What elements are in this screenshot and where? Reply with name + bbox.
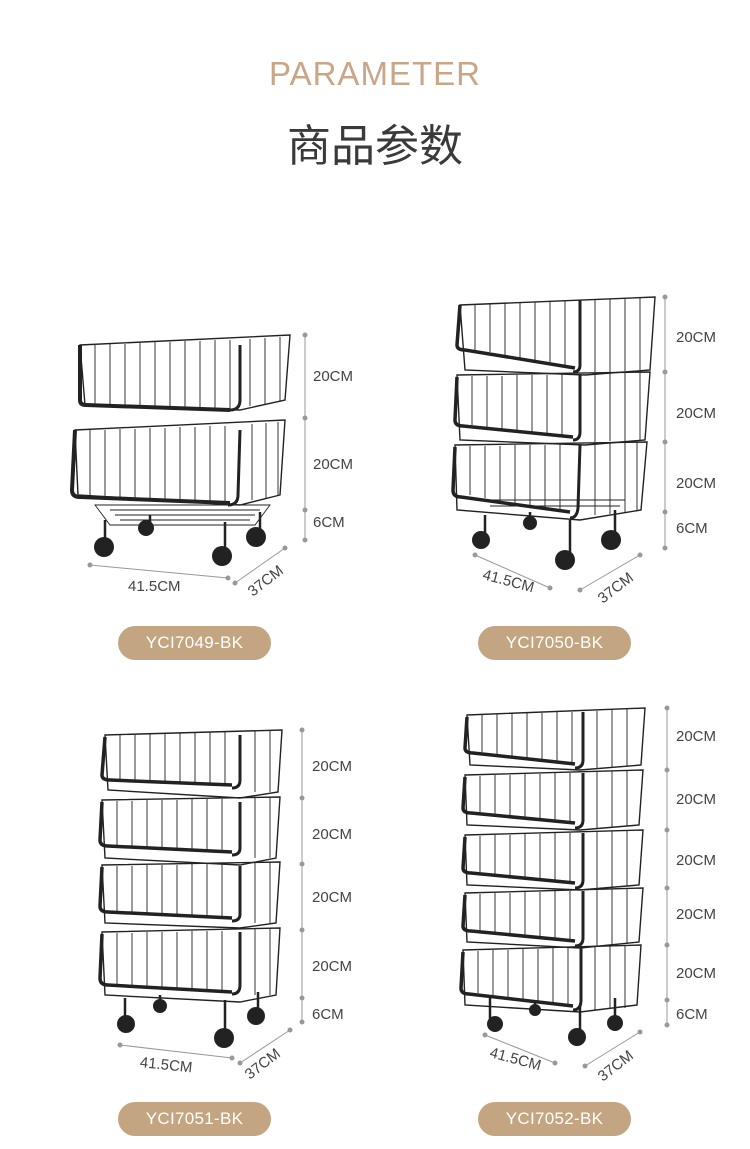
height-label: 6CM (313, 514, 345, 531)
height-label: 20CM (312, 889, 353, 906)
rack-illustration-3-tier (451, 294, 668, 593)
height-label: 6CM (676, 1006, 708, 1023)
height-label: 20CM (676, 965, 717, 982)
height-label: 6CM (312, 1006, 344, 1023)
height-label: 20CM (676, 329, 717, 346)
model-badge: YCI7049-BK (118, 626, 271, 660)
model-badge: YCI7050-BK (478, 626, 631, 660)
height-label: 20CM (313, 456, 354, 473)
height-label: 20CM (676, 475, 717, 492)
width-label: 41.5CM (128, 578, 181, 595)
product-card-3: 20CM 20CM 20CM 20CM 6CM 41.5CM 37CM YCI7… (0, 680, 375, 1149)
model-badge: YCI7051-BK (118, 1102, 271, 1136)
height-label: 20CM (312, 758, 353, 775)
rack-illustration-2-tier (69, 332, 308, 586)
height-label: 20CM (313, 368, 354, 385)
header-title-en: PARAMETER (269, 55, 481, 92)
height-label: 20CM (312, 958, 353, 975)
height-label: 6CM (676, 520, 708, 537)
header-title-cn: 商品参数 (287, 121, 463, 172)
height-label: 20CM (676, 728, 717, 745)
height-label: 20CM (676, 852, 717, 869)
product-card-1: 20CM 20CM 6CM 41.5CM 37CM YCI7049-BK (0, 0, 375, 680)
model-badge: YCI7052-BK (478, 1102, 631, 1136)
height-label: 20CM (676, 906, 717, 923)
product-card-2: 20CM 20CM 20CM 6CM 41.5CM 37CM YCI7050-B… (375, 0, 750, 680)
product-card-4: 20CM 20CM 20CM 20CM 20CM 6CM 41.5CM 37CM… (375, 680, 750, 1149)
height-label: 20CM (676, 791, 717, 808)
rack-illustration-4-tier (98, 727, 305, 1066)
rack-illustration-5-tier (459, 705, 670, 1069)
height-label: 20CM (676, 405, 717, 422)
height-label: 20CM (312, 826, 353, 843)
